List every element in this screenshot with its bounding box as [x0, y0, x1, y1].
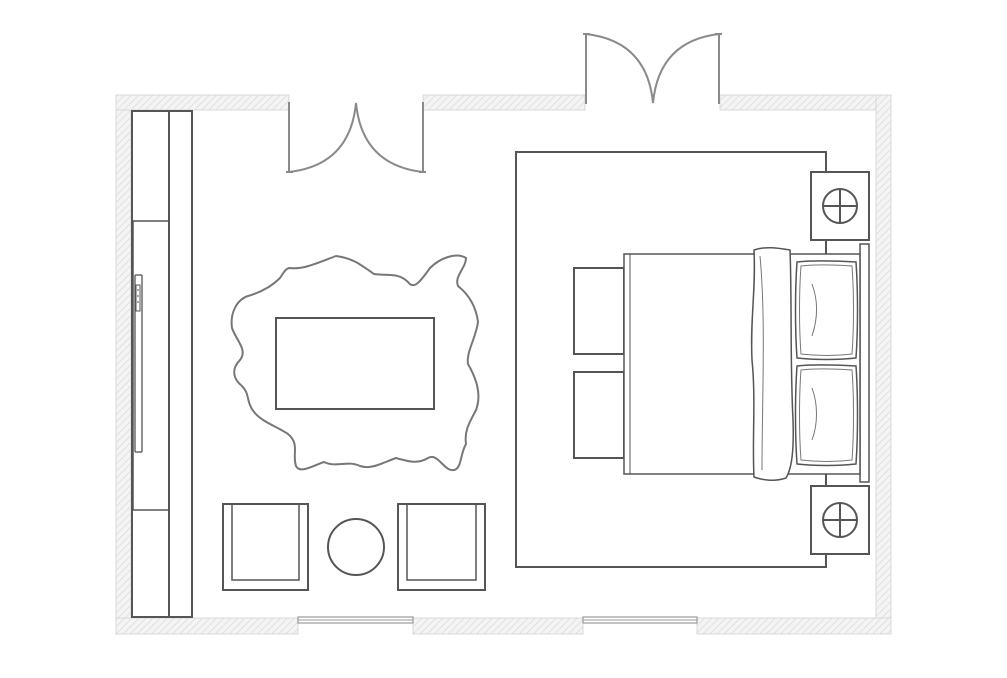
exterior-walls [115, 94, 892, 635]
nightstand-top [810, 171, 870, 241]
armchair-left [222, 503, 309, 591]
coffee-table [275, 317, 435, 410]
folded-duvet [750, 246, 794, 481]
window-bottom-left [297, 616, 414, 624]
armchair-right [397, 503, 486, 591]
pillows [794, 260, 859, 467]
bench-stools [573, 267, 625, 459]
round-side-table [327, 518, 385, 576]
nightstand-bottom [810, 485, 870, 555]
double-door-right [583, 33, 722, 104]
wardrobe-wall-unit [131, 110, 193, 618]
bed [623, 243, 870, 483]
double-door-left [286, 102, 426, 173]
window-bottom-right [582, 616, 698, 624]
